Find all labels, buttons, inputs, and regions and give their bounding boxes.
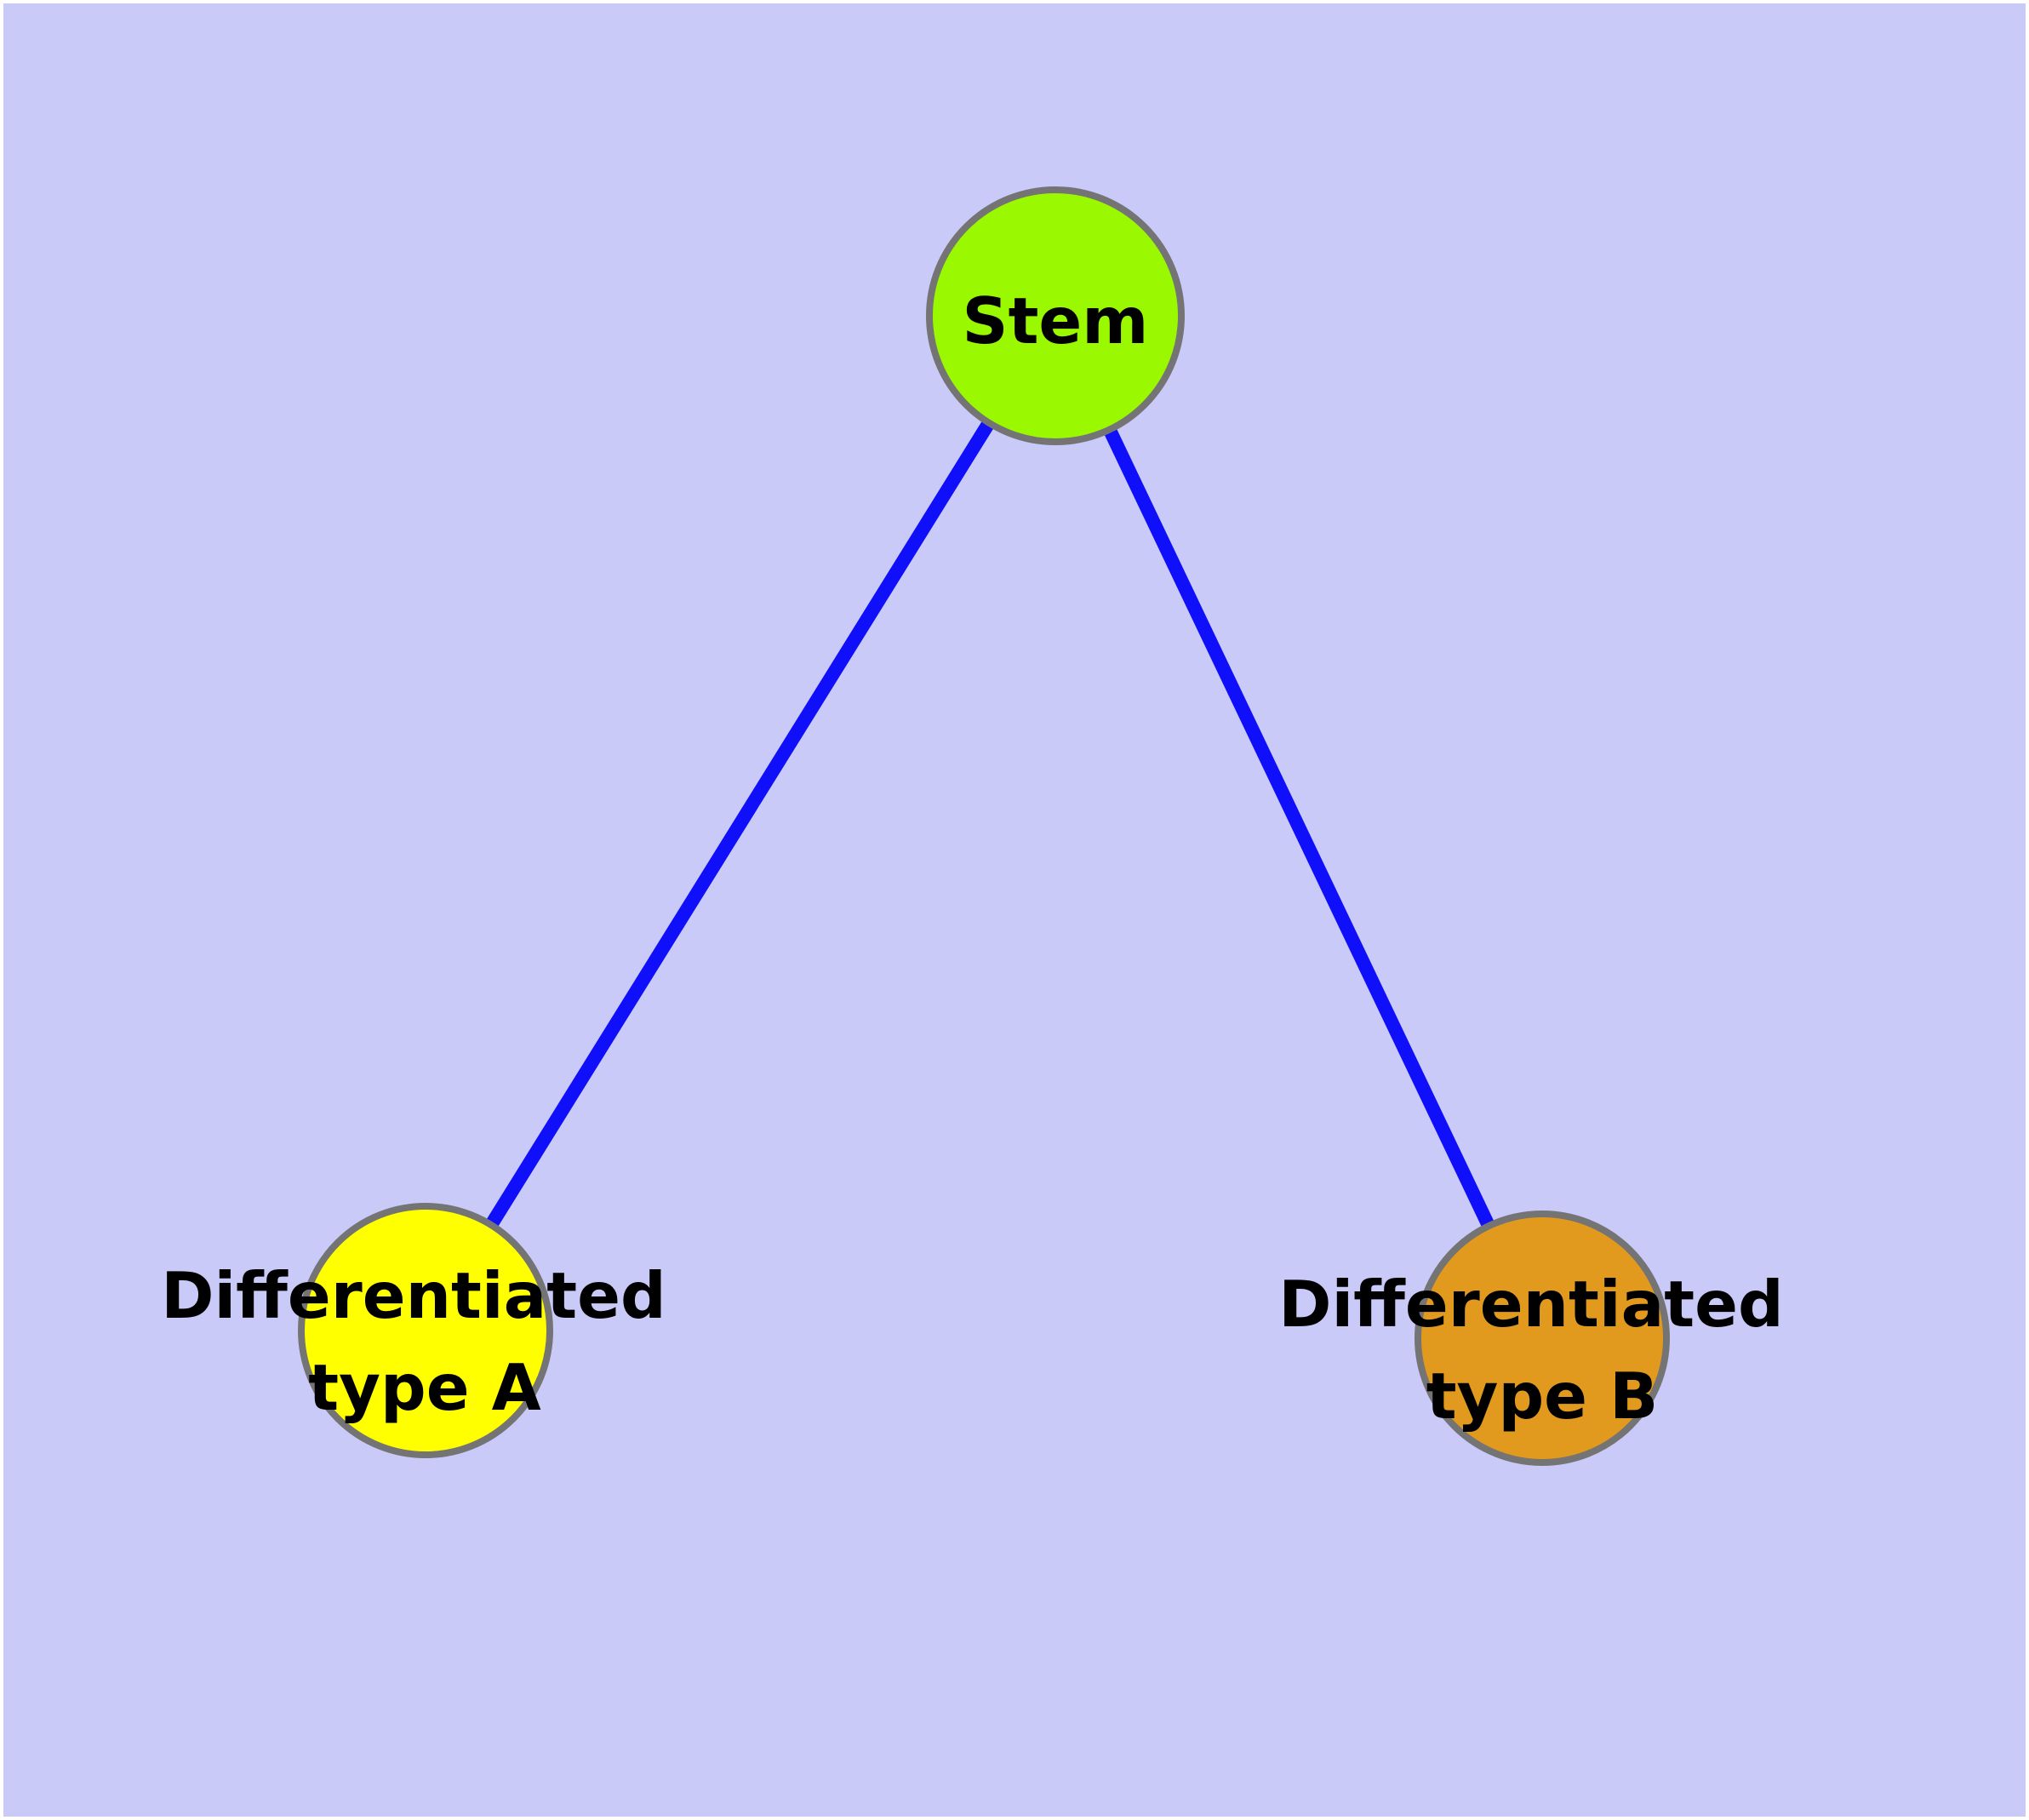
- type-b-label-line-2: type B: [1426, 1359, 1659, 1434]
- differentiated-type-a-node: [298, 1203, 553, 1458]
- stem-node-label: Stem: [963, 283, 1149, 358]
- differentiated-type-b-label: Differentiated type B: [1278, 1267, 1806, 1434]
- edge-stem-to-type-a: [420, 312, 1061, 1335]
- type-a-label-line-2: type A: [308, 1350, 540, 1425]
- edge-stem-to-type-b: [1049, 312, 1549, 1342]
- stem-node: [926, 186, 1185, 445]
- type-a-label-line-1: Differentiated: [161, 1258, 666, 1333]
- stem-label-line-1: Stem: [963, 283, 1149, 358]
- differentiated-type-a-label: Differentiated type A: [161, 1258, 689, 1425]
- type-b-label-line-1: Differentiated: [1278, 1267, 1783, 1342]
- differentiated-type-b-node: [1415, 1210, 1670, 1466]
